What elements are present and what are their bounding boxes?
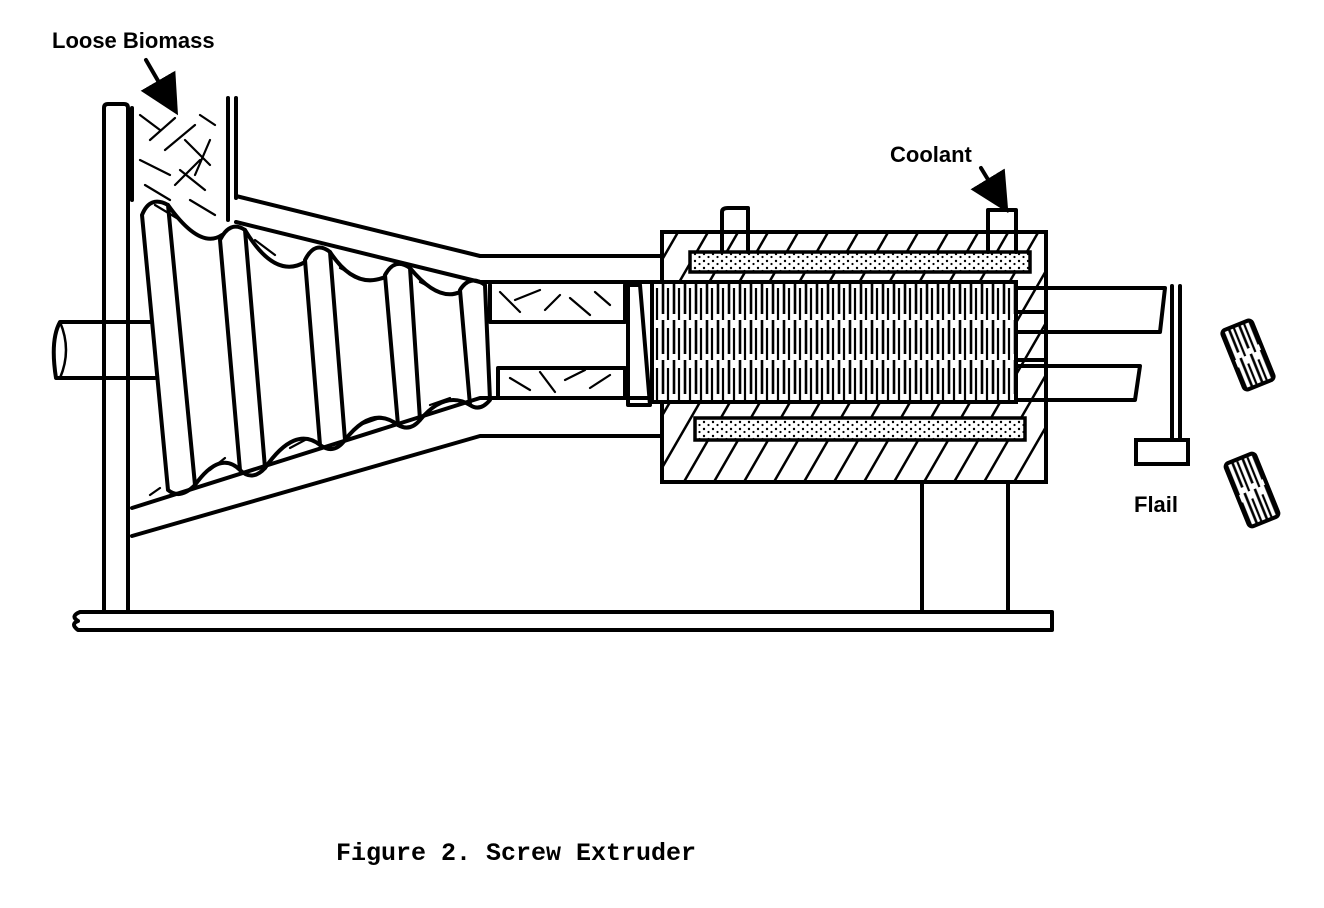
compression-zone (488, 283, 652, 407)
frame-post (102, 102, 130, 612)
flail-label: Flail (1134, 492, 1178, 517)
briquette-pieces (1220, 318, 1281, 529)
base-plate (72, 610, 1054, 632)
screw-flights (140, 199, 492, 497)
flail (1134, 284, 1190, 466)
die-barrel (650, 206, 1048, 484)
coolant-outlet (986, 208, 1018, 254)
support-stand (920, 482, 1010, 614)
lower-coolant-jacket (693, 416, 1027, 442)
upper-coolant-jacket (688, 250, 1032, 274)
loose-biomass-label: Loose Biomass (52, 28, 215, 53)
coolant-inlet (720, 206, 750, 254)
drive-shaft (51, 320, 157, 380)
extrudate-logs (1014, 286, 1167, 402)
hopper (130, 96, 238, 222)
coolant-label: Coolant (890, 142, 973, 167)
loose-biomass-arrow (140, 58, 179, 116)
coolant-arrow (970, 166, 1009, 214)
figure-caption: Figure 2. Screw Extruder (336, 839, 696, 868)
